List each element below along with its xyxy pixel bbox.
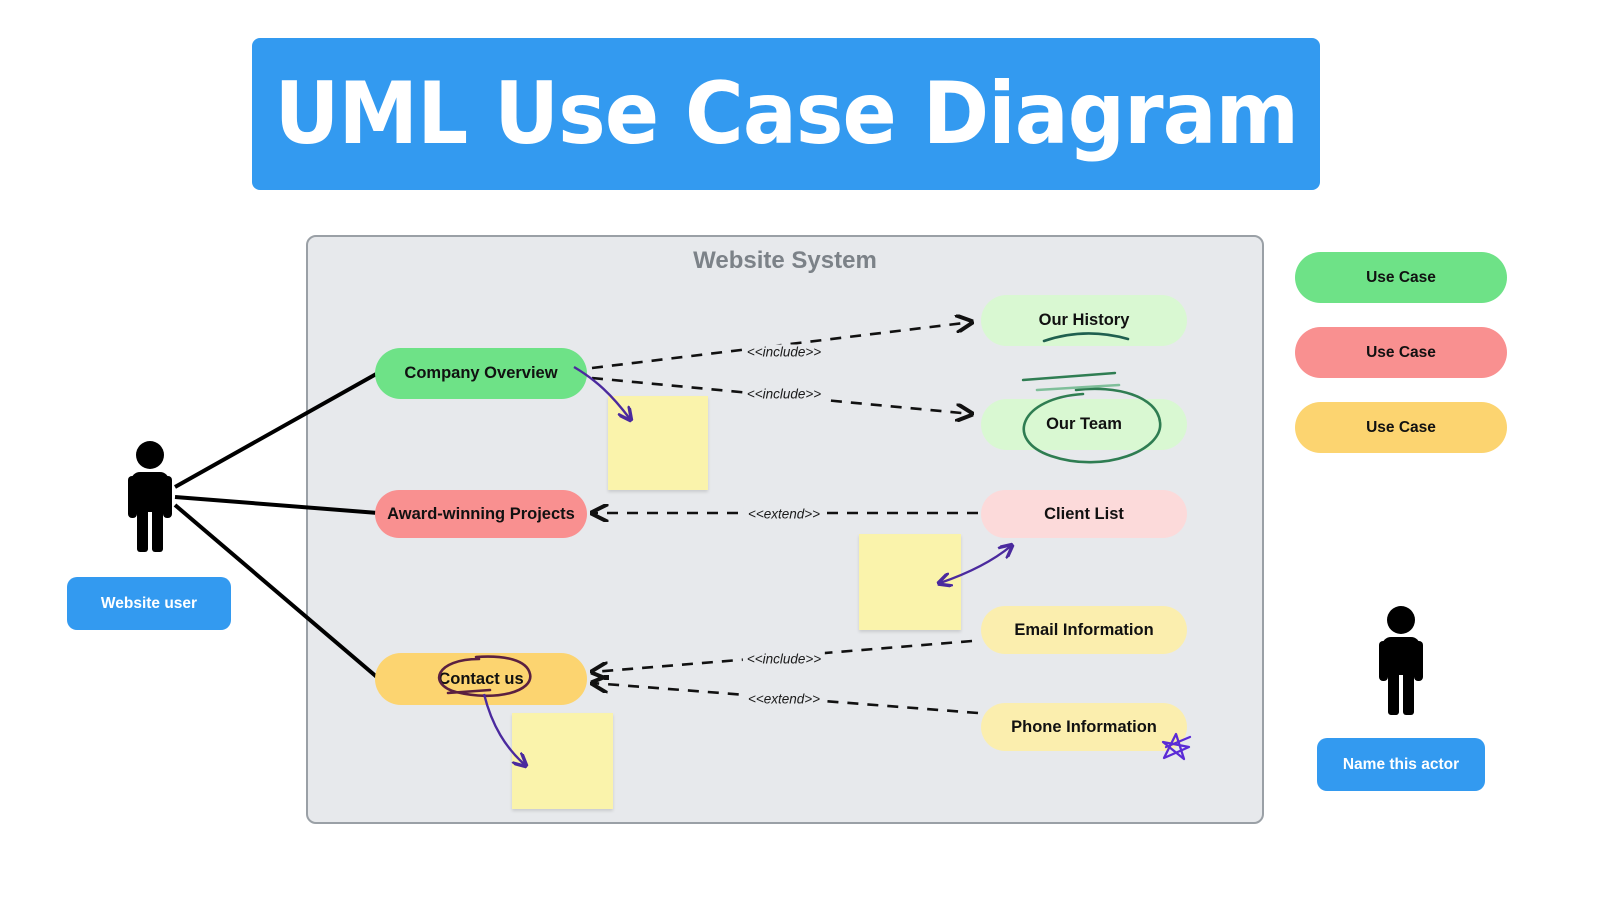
use-case-label: Client List <box>1044 504 1124 523</box>
legend-use-case-label: Use Case <box>1366 418 1436 436</box>
actor-label-text: Name this actor <box>1342 755 1460 773</box>
relationship-label-extend-phone: <<extend>> <box>743 691 825 707</box>
use-case-email-information[interactable]: Email Information <box>981 606 1187 654</box>
use-case-phone-information[interactable]: Phone Information <box>981 703 1187 751</box>
actor-label-text: Website user <box>100 594 198 612</box>
relationship-label-extend-clients: <<extend>> <box>743 506 825 522</box>
legend-use-case-label: Use Case <box>1366 343 1436 361</box>
legend-use-case-green[interactable]: Use Case <box>1295 252 1507 303</box>
system-boundary-label: Website System <box>693 247 877 274</box>
use-case-label: Our History <box>1038 311 1130 329</box>
legend-use-case-red[interactable]: Use Case <box>1295 327 1507 378</box>
legend-use-case-label: Use Case <box>1366 268 1436 286</box>
title-banner: UML Use Case Diagram <box>252 38 1320 190</box>
relationship-label-include-team: <<include>> <box>742 386 826 402</box>
sticky-note[interactable] <box>512 713 613 809</box>
use-case-contact-us[interactable]: Contact us <box>375 653 587 705</box>
page-title: UML Use Case Diagram <box>274 64 1298 164</box>
sticky-note[interactable] <box>859 534 961 630</box>
actor-icon <box>128 441 172 552</box>
actor-icon <box>1379 606 1423 715</box>
relationship-label-include-email: <<include>> <box>742 651 826 667</box>
use-case-label: Company Overview <box>404 364 558 382</box>
actor-label-website-user[interactable]: Website user <box>67 577 231 630</box>
use-case-our-history[interactable]: Our History <box>981 295 1187 346</box>
use-case-award-winning-projects[interactable]: Award-winning Projects <box>375 490 587 538</box>
sticky-note[interactable] <box>608 396 708 490</box>
relationship-label-include-history: <<include>> <box>742 344 826 360</box>
use-case-company-overview[interactable]: Company Overview <box>375 348 587 399</box>
actor-website-user[interactable] <box>122 440 178 557</box>
use-case-client-list[interactable]: Client List <box>981 490 1187 538</box>
use-case-label: Award-winning Projects <box>387 504 575 523</box>
use-case-label: Email Information <box>1014 620 1154 639</box>
use-case-label: Contact us <box>438 669 524 688</box>
use-case-label: Our Team <box>1046 415 1122 433</box>
use-case-label: Phone Information <box>1011 717 1157 736</box>
legend-use-case-yellow[interactable]: Use Case <box>1295 402 1507 453</box>
actor-label-unnamed[interactable]: Name this actor <box>1317 738 1485 791</box>
actor-unnamed[interactable] <box>1373 605 1429 720</box>
use-case-our-team[interactable]: Our Team <box>981 399 1187 450</box>
